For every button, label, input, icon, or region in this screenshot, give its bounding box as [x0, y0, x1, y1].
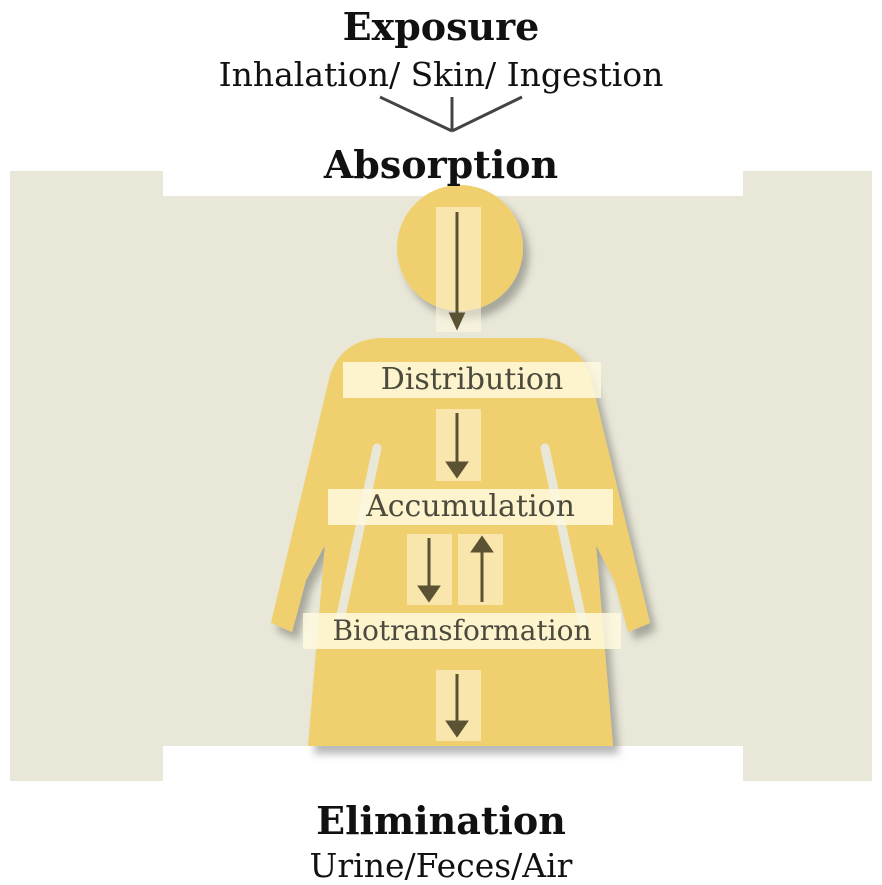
- exposure-title: Exposure: [342, 4, 540, 49]
- elimination-routes: Urine/Feces/Air: [309, 846, 573, 885]
- background-notch-bottom: [163, 746, 743, 781]
- arrow-down-icon: [445, 674, 469, 738]
- arm-gap-left: [335, 443, 382, 625]
- elimination-title: Elimination: [316, 798, 566, 843]
- arm-gaps: [335, 443, 587, 625]
- connector-line-right: [451, 95, 523, 133]
- stage-accumulation: Accumulation: [328, 489, 613, 525]
- arrow-down-icon: [448, 212, 466, 331]
- exposure-routes: Inhalation/ Skin/ Ingestion: [218, 55, 664, 94]
- arrow-up-icon: [470, 535, 494, 602]
- absorption-title: Absorption: [323, 142, 559, 187]
- connector-line-left: [379, 95, 453, 133]
- exposure-connector-lines: [379, 95, 523, 133]
- arrow-down-icon: [417, 538, 441, 603]
- stage-biotransformation: Biotransformation: [303, 613, 621, 649]
- arrow-down-icon: [445, 413, 469, 479]
- arm-gap-right: [540, 443, 587, 625]
- stage-distribution: Distribution: [343, 362, 601, 398]
